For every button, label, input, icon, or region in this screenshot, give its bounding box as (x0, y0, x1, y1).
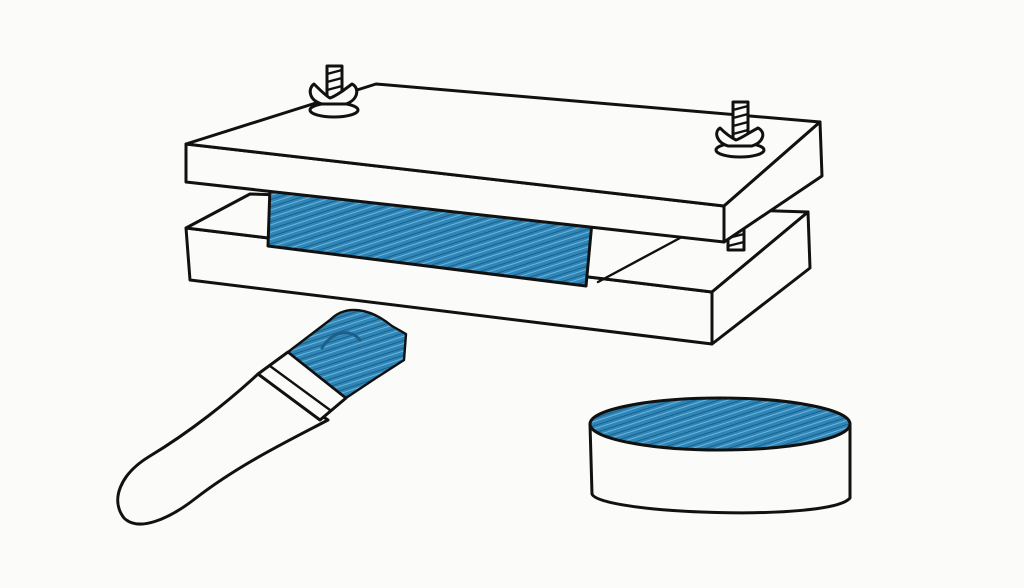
glue-brush-icon (116, 308, 408, 526)
book-press-icon (184, 64, 824, 346)
glue-pot-icon (588, 396, 852, 515)
wing-nut-icon (714, 100, 766, 159)
wing-nut-icon (308, 64, 360, 119)
